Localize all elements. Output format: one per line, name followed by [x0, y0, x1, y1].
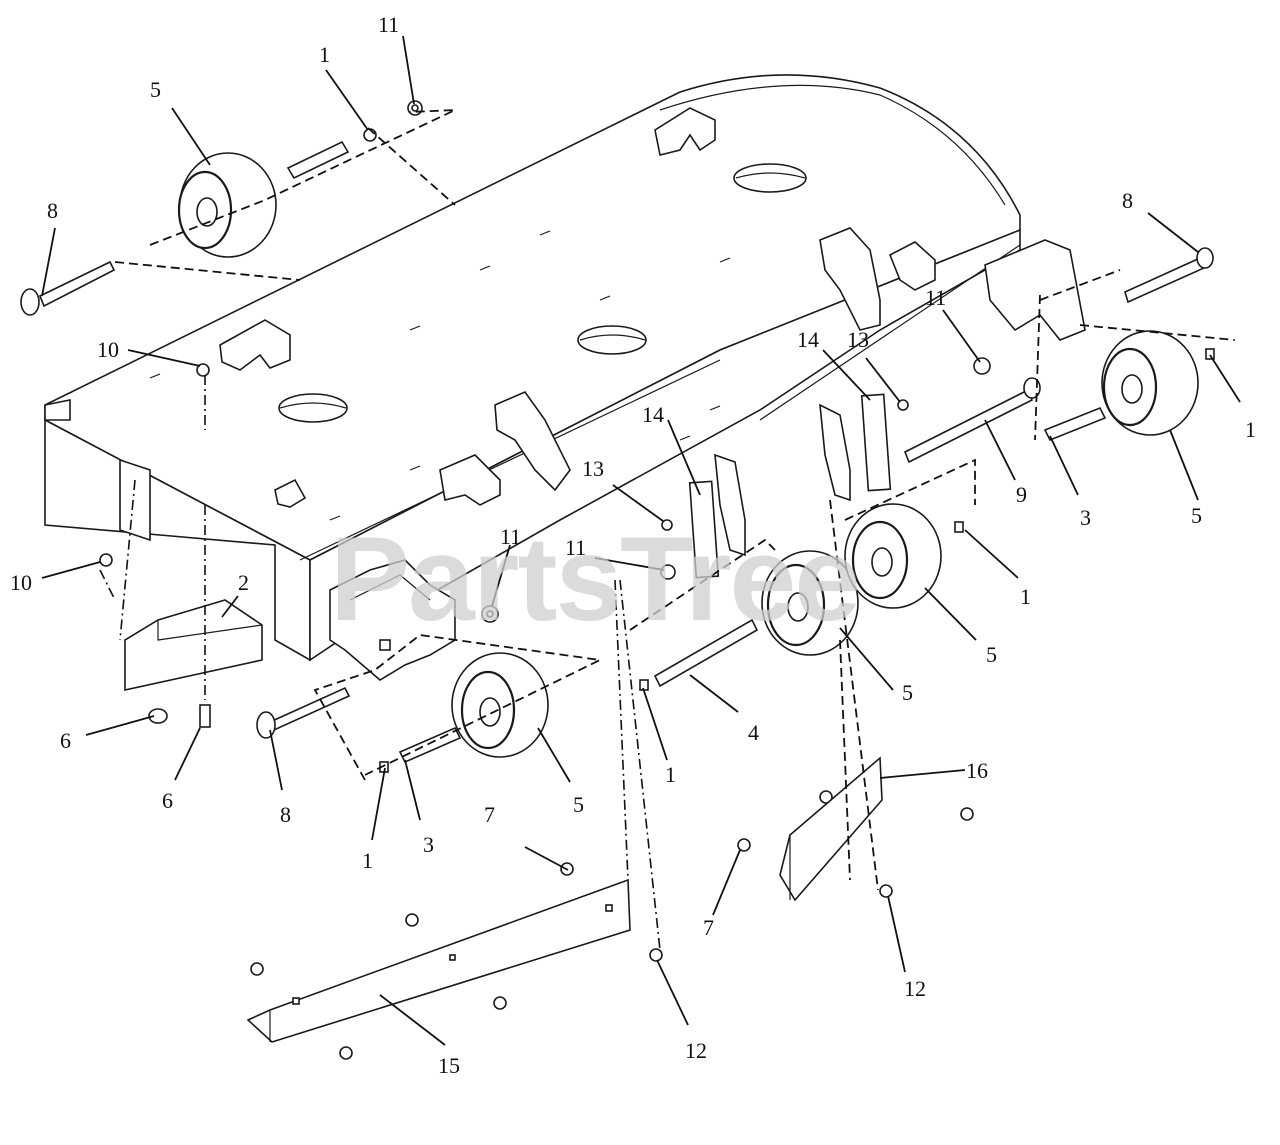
- baffle-2: [124, 599, 263, 691]
- callout-6: 6: [162, 788, 173, 813]
- callout-1: 1: [665, 762, 676, 787]
- callout-5: 5: [902, 680, 913, 705]
- callout-5: 5: [986, 642, 997, 667]
- callout-13: 13: [847, 327, 869, 352]
- leader-lines: [41, 35, 1241, 1046]
- callout-13: 13: [582, 456, 604, 481]
- front-right-arm-bracket: [714, 403, 851, 557]
- callout-8: 8: [47, 198, 58, 223]
- wheel-5-left: [451, 652, 549, 758]
- wheel-5-center-right: [844, 503, 942, 609]
- pins-and-bolts: [20, 247, 1214, 739]
- spacer-tubes: [286, 140, 1206, 764]
- callout-12: 12: [685, 1038, 707, 1063]
- callout-5: 5: [150, 77, 161, 102]
- front-left-arm-bracket: [329, 559, 456, 681]
- callout-3: 3: [423, 832, 434, 857]
- callout-6: 6: [60, 728, 71, 753]
- callout-1: 1: [1245, 417, 1256, 442]
- callout-labels: 1 11 5 8 10 10 2 6 6 8 1 3 5 11 11 13 14…: [10, 12, 1256, 1078]
- wheel-5-right: [1101, 330, 1199, 436]
- callout-15: 15: [438, 1053, 460, 1078]
- callout-12: 12: [904, 976, 926, 1001]
- callout-3: 3: [1080, 505, 1091, 530]
- callout-1: 1: [319, 42, 330, 67]
- callout-14: 14: [797, 327, 819, 352]
- spacer-plate-14-right: [860, 393, 892, 492]
- callout-7: 7: [484, 802, 495, 827]
- wheel-5-top-left: [177, 152, 277, 258]
- callout-11: 11: [378, 12, 399, 37]
- callout-2: 2: [238, 570, 249, 595]
- callout-8: 8: [280, 802, 291, 827]
- callout-16: 16: [966, 758, 988, 783]
- callout-10: 10: [97, 337, 119, 362]
- callout-4: 4: [748, 720, 759, 745]
- shield-16: [779, 756, 883, 902]
- mower-deck: [44, 74, 1086, 662]
- spacer-plate-14-left: [688, 480, 720, 579]
- assembly-lines: [99, 109, 1236, 951]
- callout-11: 11: [565, 535, 586, 560]
- callout-9: 9: [1016, 482, 1027, 507]
- callout-11: 11: [925, 285, 946, 310]
- callout-11: 11: [500, 524, 521, 549]
- callout-10: 10: [10, 570, 32, 595]
- callout-5: 5: [573, 792, 584, 817]
- wheel-5-center: [761, 550, 859, 656]
- callout-1: 1: [1020, 584, 1031, 609]
- callout-5: 5: [1191, 503, 1202, 528]
- shield-15: [246, 878, 631, 1043]
- callout-8: 8: [1122, 188, 1133, 213]
- callout-1: 1: [362, 848, 373, 873]
- partstree-watermark: PartsTree: [330, 512, 859, 646]
- callout-7: 7: [703, 915, 714, 940]
- callout-14: 14: [642, 402, 664, 427]
